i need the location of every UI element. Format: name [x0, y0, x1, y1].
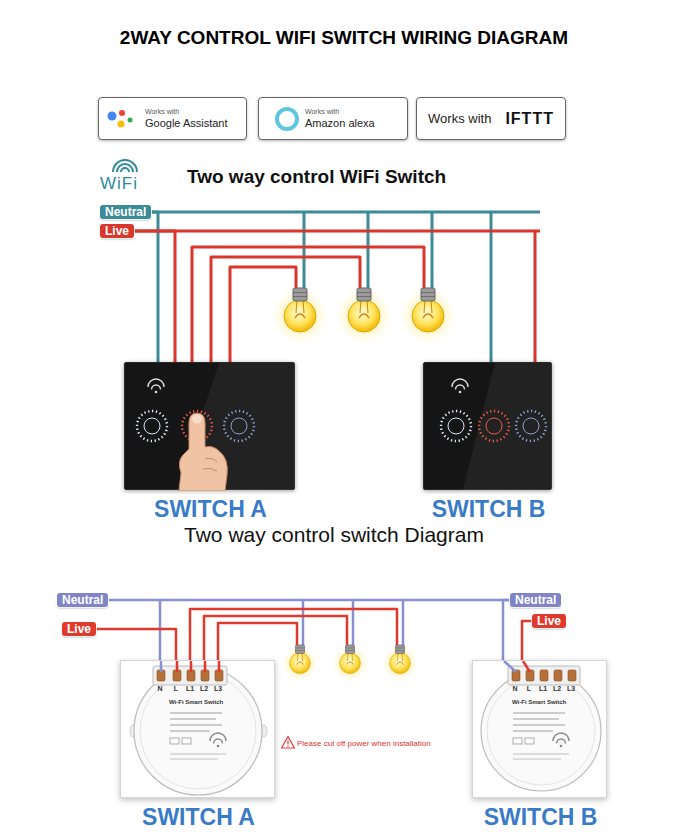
wire-connector: [96, 629, 176, 660]
load-wire: [192, 247, 424, 362]
neutral-wire: [160, 599, 510, 602]
badge-small-text: Works with: [428, 111, 491, 126]
wire-connector: [522, 621, 532, 660]
terminal-label: L: [168, 685, 184, 692]
wire-connector: [503, 600, 510, 660]
switch-name: SWITCH B: [443, 804, 638, 831]
light-bulb: [273, 288, 327, 343]
switch-panel-art: [424, 363, 553, 491]
terminal-label: L1: [182, 685, 198, 692]
wire-connector: [151, 212, 158, 362]
neutral-wire: [303, 600, 403, 645]
warning-icon: [282, 737, 295, 749]
diagram-title: 2WAY CONTROL WIFI SWITCH WIRING DIAGRAM: [0, 27, 688, 49]
light-bulb: [282, 645, 317, 681]
badge-brand-text: Google Assistant: [145, 116, 238, 130]
neutral-wire: [491, 211, 540, 214]
load-wire: [204, 616, 347, 660]
terminal-label: L2: [549, 685, 565, 692]
switch-front-panel: SWITCH B: [423, 362, 552, 490]
works-with-badge: Works withGoogle Assistant: [98, 97, 247, 140]
switch-back-panel: SWITCH A: [120, 660, 275, 798]
works-with-badge: Works withAmazon alexa: [258, 97, 408, 140]
terminal-label: L: [521, 685, 537, 692]
works-with-badge: Works with IFTTT: [416, 97, 566, 140]
neutral-wire: [304, 212, 432, 288]
wire-tag-text: Live: [67, 622, 91, 636]
wire-tag-text: Live: [105, 224, 129, 238]
wifi-logo-text: WiFi: [100, 174, 138, 194]
diagram-caption: Two way control switch Diagram: [134, 523, 534, 547]
terminal-label: L3: [210, 685, 226, 692]
light-bulb: [401, 288, 455, 343]
wire-tag-text: Neutral: [515, 593, 556, 607]
terminal-label: L3: [563, 685, 579, 692]
wire-tag: Live: [532, 614, 566, 628]
terminal-label: N: [507, 685, 523, 692]
load-wire: [211, 257, 360, 362]
switch-back-panel: SWITCH B: [472, 660, 607, 798]
light-bulb: [382, 645, 417, 681]
wire-tag-text: Live: [537, 614, 561, 628]
wire-tag: Neutral: [510, 593, 561, 607]
wire-tag: Live: [62, 622, 96, 636]
terminal-label: L1: [535, 685, 551, 692]
wire-tag: Neutral: [57, 593, 108, 607]
warning-icon-dot: [287, 746, 288, 747]
wire-tag: Neutral: [100, 205, 151, 219]
module-label: Wi-Fi Smart Switch: [169, 699, 223, 705]
light-bulb: [332, 645, 367, 681]
switch-name: SWITCH A: [95, 496, 326, 523]
switch-name: SWITCH B: [394, 496, 583, 523]
assistant-logo: [99, 98, 143, 141]
terminal-label: N: [152, 685, 168, 692]
wire-connector: [134, 231, 175, 362]
badge-small-text: Works with: [145, 107, 238, 116]
warning-icon-mark: [287, 741, 288, 745]
wire-tag-text: Neutral: [62, 593, 103, 607]
terminal-label: L2: [196, 685, 212, 692]
section-heading: Two way control WiFi Switch: [187, 166, 446, 188]
switch-back-art: [473, 661, 608, 799]
warning-note: Please cut off power when installation: [297, 739, 431, 748]
assistant-logo: [259, 98, 303, 141]
switch-front-panel: SWITCH A: [124, 362, 295, 490]
badge-brand-text: Amazon alexa: [305, 116, 399, 130]
module-label: Wi-Fi Smart Switch: [512, 699, 566, 705]
wire-tag-text: Neutral: [105, 205, 146, 219]
wire-tag: Live: [100, 224, 134, 238]
wire-connector: [134, 231, 535, 362]
badge-small-text: Works with: [305, 107, 399, 116]
switch-panel-art: [125, 363, 296, 491]
light-bulb: [337, 288, 391, 343]
badge-brand-text: IFTTT: [505, 110, 554, 128]
wifi-logo-arcs: [113, 160, 137, 172]
switch-back-art: [121, 661, 276, 799]
switch-name: SWITCH A: [91, 804, 306, 831]
wire-connector: [151, 212, 491, 362]
